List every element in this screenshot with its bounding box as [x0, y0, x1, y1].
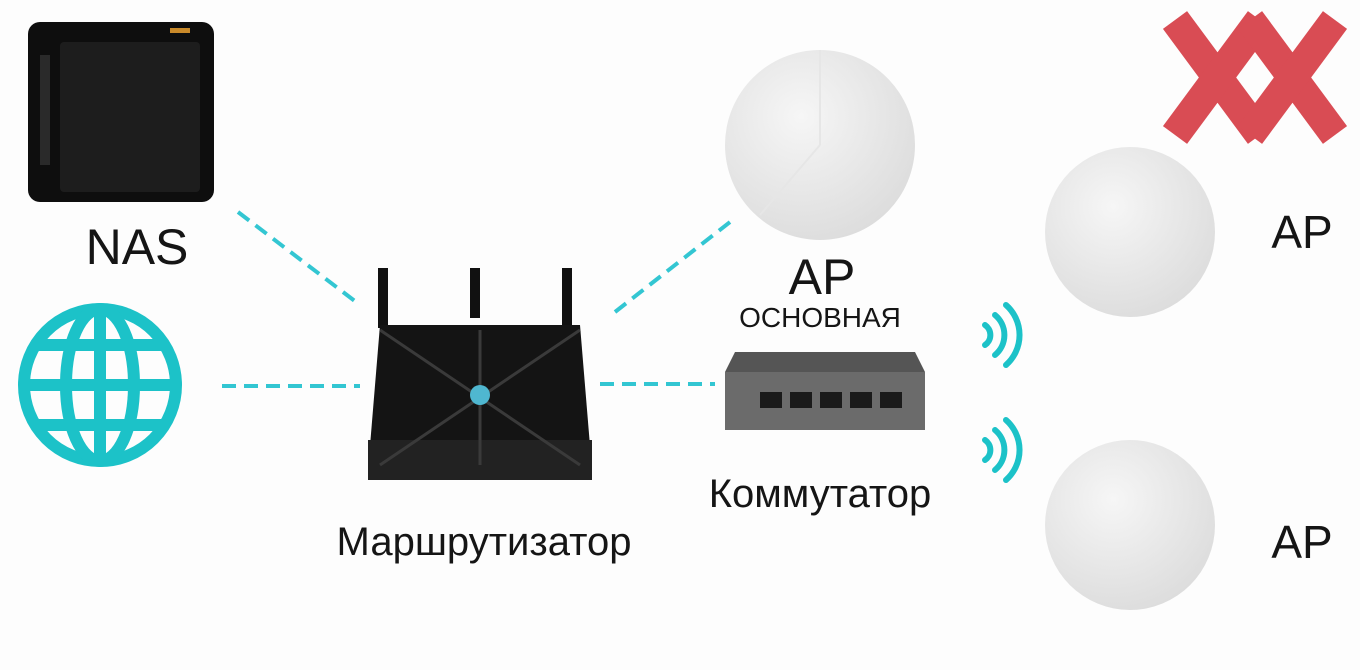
main-ap-label: AP: [788, 249, 856, 305]
switch-icon: [725, 352, 925, 430]
link-nas-router: [236, 210, 362, 307]
globe-icon: [18, 303, 182, 467]
nas-icon: [28, 22, 214, 202]
ap-top-label: AP: [1271, 206, 1333, 258]
ap-bottom-label: AP: [1271, 516, 1333, 568]
main-ap-icon: [725, 50, 915, 240]
main-ap-sublabel: ОСНОВНАЯ: [739, 302, 901, 333]
router-label: Маршрутизатор: [336, 520, 632, 564]
link-router-main-ap: [613, 220, 732, 314]
wifi-signal-icon: [982, 302, 1023, 368]
logo-icon: [1162, 11, 1348, 144]
router-icon: [368, 268, 592, 480]
wifi-signal-icon: [982, 417, 1023, 483]
nas-label: NAS: [85, 219, 189, 275]
link-lines: [222, 210, 732, 388]
switch-label: Коммутатор: [708, 472, 932, 516]
ap-bottom-icon: [1045, 440, 1215, 610]
ap-top-icon: [1045, 147, 1215, 317]
